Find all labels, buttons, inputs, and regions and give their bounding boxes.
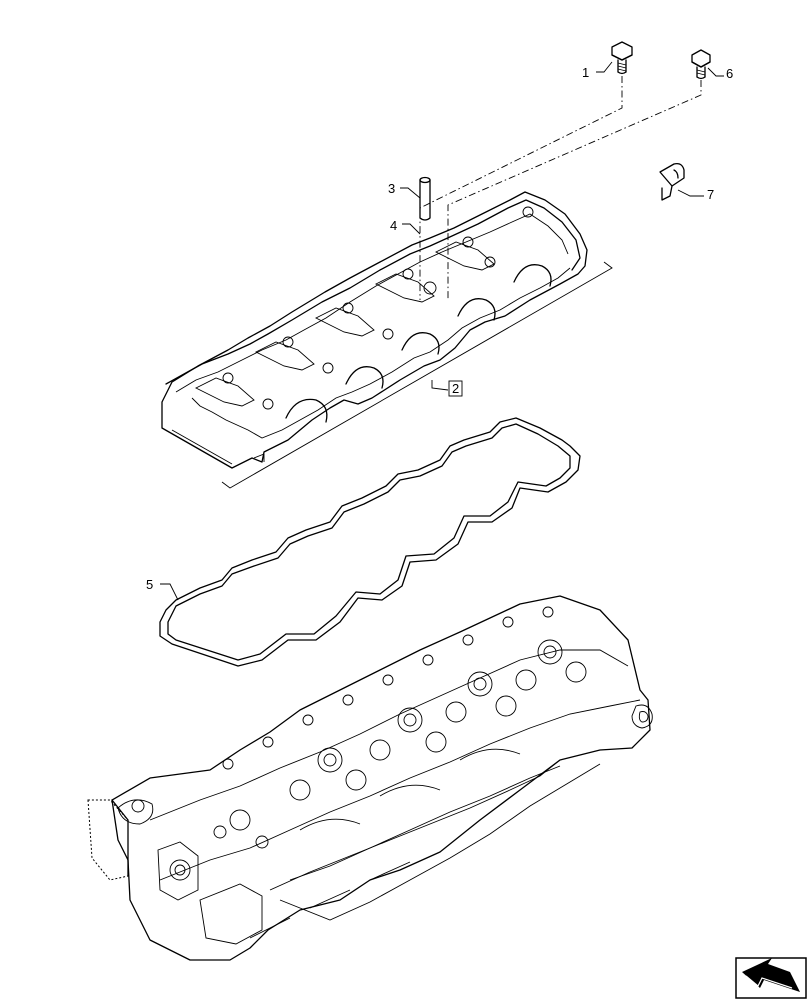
callout-4: 4 — [390, 218, 397, 233]
leader-5 — [160, 583, 179, 601]
leader-4 — [402, 223, 421, 235]
cylinder-head — [87, 595, 653, 961]
valve-cover — [161, 191, 588, 469]
dowel-pin-icon — [419, 176, 431, 221]
clip-icon — [659, 162, 685, 201]
bolt-icon — [611, 41, 633, 75]
callout-1: 1 — [582, 65, 589, 80]
leader-6 — [707, 67, 724, 77]
leader-7 — [677, 189, 704, 197]
callout-7: 7 — [707, 187, 714, 202]
bolt-icon — [691, 49, 711, 80]
arrow-next-icon[interactable] — [735, 957, 807, 999]
callout-5: 5 — [146, 577, 153, 592]
leader-2 — [431, 380, 449, 391]
callout-2: 2 — [452, 381, 459, 396]
callout-3: 3 — [388, 181, 395, 196]
leader-1 — [596, 61, 613, 73]
leader-3 — [400, 187, 421, 199]
valve-cover-gasket — [159, 417, 581, 667]
callout-6: 6 — [726, 66, 733, 81]
